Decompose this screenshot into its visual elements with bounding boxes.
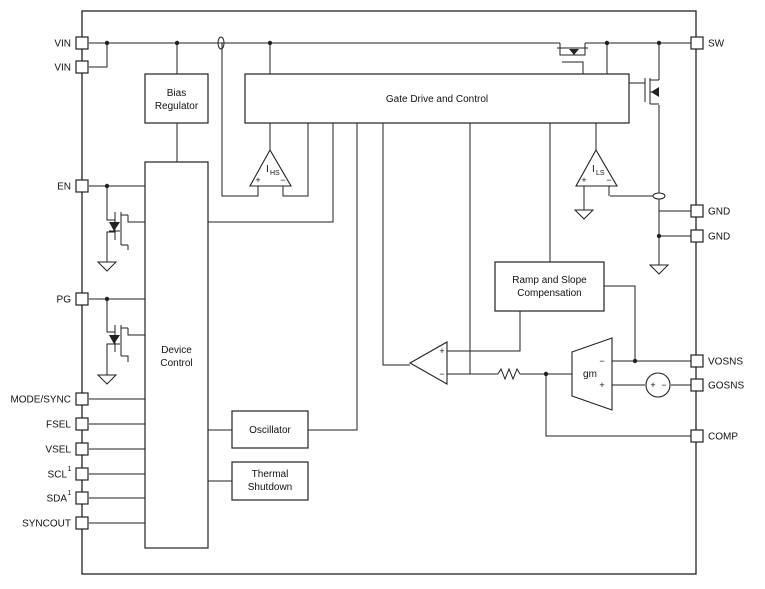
pin-vosns bbox=[690, 354, 704, 368]
comparator-minus: − bbox=[439, 369, 444, 379]
bias-regulator-label-2: Regulator bbox=[155, 101, 199, 112]
current-sense-loop-gnd bbox=[652, 192, 666, 200]
ihs-subscript: HS bbox=[270, 170, 280, 177]
ramp-slope-label-2: Compensation bbox=[517, 288, 581, 299]
device-control-label-2: Control bbox=[160, 358, 192, 369]
pin-sda-footnote: 1 bbox=[68, 490, 72, 497]
gm-plus: + bbox=[599, 380, 604, 390]
pin-comp-label: COMP bbox=[708, 432, 738, 443]
pin-vsel bbox=[75, 442, 89, 456]
pin-vosns-label: VOSNS bbox=[708, 357, 743, 368]
pin-vsel-label: VSEL bbox=[45, 445, 71, 456]
junction-dots bbox=[104, 40, 662, 377]
pin-gosns-label: GOSNS bbox=[708, 381, 744, 392]
ihs-amplifier: I HS + − bbox=[249, 148, 292, 187]
thermal-shutdown-label-1: Thermal bbox=[252, 469, 289, 480]
reference-source-icon: + − bbox=[645, 372, 671, 398]
ref-minus: − bbox=[661, 380, 666, 390]
pg-pulldown-fet-icon bbox=[109, 325, 129, 362]
ground-icon-ils bbox=[573, 209, 595, 220]
ils-subscript: LS bbox=[596, 170, 605, 177]
pin-en bbox=[75, 179, 89, 193]
pin-gnd-1 bbox=[690, 204, 704, 218]
ihs-label: I bbox=[266, 164, 269, 175]
ramp-slope-block: Ramp and Slope Compensation bbox=[494, 261, 605, 312]
pin-gnd-2-label: GND bbox=[708, 232, 730, 243]
pin-gosns bbox=[690, 378, 704, 392]
pin-vin-2 bbox=[75, 60, 89, 74]
ramp-slope-label-1: Ramp and Slope bbox=[512, 275, 587, 286]
pin-vin-1 bbox=[75, 36, 89, 50]
bias-regulator-label-1: Bias bbox=[167, 88, 186, 99]
resistor-icon bbox=[497, 367, 521, 381]
pin-sw bbox=[690, 36, 704, 50]
right-pins: SW GND GND VOSNS GOSNS COMP bbox=[690, 36, 744, 443]
pin-gnd-2 bbox=[690, 229, 704, 243]
pin-comp bbox=[690, 429, 704, 443]
pin-mode-sync bbox=[75, 392, 89, 406]
pin-pg bbox=[75, 292, 89, 306]
ref-plus: + bbox=[650, 380, 655, 390]
ils-label: I bbox=[592, 164, 595, 175]
comparator-plus: + bbox=[439, 346, 444, 356]
pin-sda-label: SDA bbox=[46, 494, 67, 505]
pin-vin-2-label: VIN bbox=[54, 63, 71, 74]
thermal-shutdown-block: Thermal Shutdown bbox=[231, 461, 309, 501]
pin-en-label: EN bbox=[57, 182, 71, 193]
gm-error-amplifier: gm − + bbox=[571, 337, 613, 411]
gm-label: gm bbox=[583, 369, 597, 380]
gate-drive-label: Gate Drive and Control bbox=[386, 94, 488, 105]
ils-plus: + bbox=[581, 175, 586, 185]
ground-icon-pg bbox=[96, 374, 118, 385]
pin-syncout bbox=[75, 516, 89, 530]
device-control-block: Device Control bbox=[144, 161, 209, 549]
pin-scl-footnote: 1 bbox=[68, 466, 72, 473]
high-side-fet-icon bbox=[557, 47, 588, 56]
bias-regulator-block: Bias Regulator bbox=[144, 73, 209, 124]
pin-vin-1-label: VIN bbox=[54, 39, 71, 50]
ground-icon-gnd bbox=[648, 264, 670, 275]
left-pins: VIN VIN EN PG MODE/SYNC FSEL VSEL SCL 1 … bbox=[10, 36, 89, 530]
pin-scl-label: SCL bbox=[48, 470, 68, 481]
pin-scl bbox=[75, 467, 89, 481]
low-side-fet-icon bbox=[644, 78, 659, 105]
pin-gnd-1-label: GND bbox=[708, 207, 730, 218]
gate-drive-block: Gate Drive and Control bbox=[244, 73, 630, 124]
oscillator-label: Oscillator bbox=[249, 425, 291, 436]
ground-icon-en bbox=[96, 261, 118, 272]
pwm-comparator: + − bbox=[408, 341, 448, 385]
pin-sda bbox=[75, 491, 89, 505]
gm-minus: − bbox=[599, 356, 604, 366]
ihs-plus: + bbox=[255, 175, 260, 185]
pin-fsel-label: FSEL bbox=[46, 420, 71, 431]
ihs-minus: − bbox=[280, 175, 285, 185]
en-pulldown-fet-icon bbox=[109, 212, 128, 246]
device-control-label-1: Device bbox=[161, 345, 192, 356]
pin-fsel bbox=[75, 417, 89, 431]
pin-mode-sync-label: MODE/SYNC bbox=[10, 395, 71, 406]
oscillator-block: Oscillator bbox=[231, 410, 309, 449]
wiring bbox=[89, 42, 692, 524]
thermal-shutdown-label-2: Shutdown bbox=[248, 482, 292, 493]
pin-syncout-label: SYNCOUT bbox=[22, 519, 71, 530]
pin-pg-label: PG bbox=[57, 295, 72, 306]
ils-amplifier: I LS + − bbox=[575, 148, 618, 187]
pin-sw-label: SW bbox=[708, 39, 725, 50]
current-sense-loop-vin bbox=[217, 36, 225, 50]
ils-minus: − bbox=[606, 175, 611, 185]
